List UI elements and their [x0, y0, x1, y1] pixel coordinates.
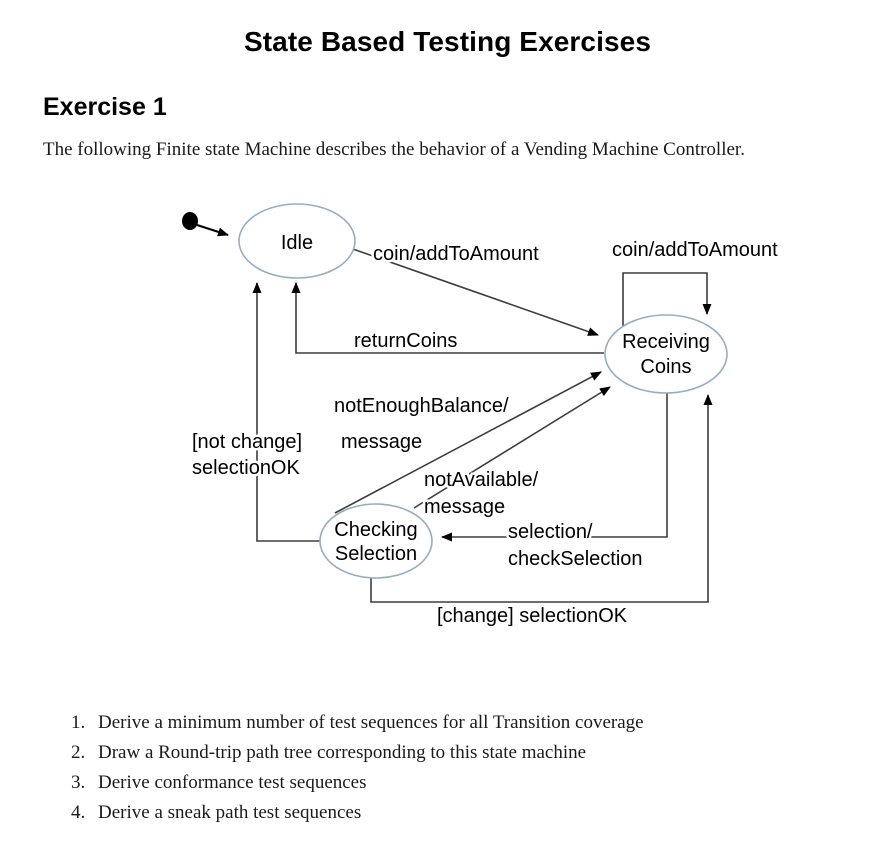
- edge-label-checking-to-idle: [not change] selectionOK: [190, 429, 305, 482]
- list-item: Draw a Round-trip path tree correspondin…: [90, 738, 865, 768]
- edge-label-notavailable: notAvailable/ message: [422, 467, 542, 521]
- edge-label-return-coins: returnCoins: [352, 328, 460, 355]
- state-idle-ellipse[interactable]: [238, 203, 356, 279]
- task-list: Derive a minimum number of test sequence…: [45, 708, 865, 828]
- list-item: Derive a minimum number of test sequence…: [90, 708, 865, 738]
- edge-label-coin-addtoamount-2: coin/addToAmount: [612, 239, 778, 261]
- transition-checking-to-idle: [252, 282, 328, 542]
- edge-line-idle-to-receiving: [349, 247, 599, 336]
- tasks-section: Derive a minimum number of test sequence…: [45, 708, 865, 828]
- edge-label-notenoughbalance-line1: notEnoughBalance/: [334, 395, 509, 417]
- transition-idle-to-receiving: [349, 247, 599, 336]
- transition-receiving-to-idle: [291, 282, 604, 354]
- initial-state-dot: [182, 212, 198, 230]
- state-receiving-coins[interactable]: Receiving Coins: [604, 314, 728, 394]
- edge-label-notenoughbalance-line2: message: [341, 431, 422, 453]
- edge-line-selection-checkselection: [441, 392, 668, 542]
- edge-label-change-selectionok: [change] selectionOK: [435, 603, 631, 630]
- edge-label-selection-line1: selection/: [508, 521, 593, 543]
- state-receiving-coins-ellipse[interactable]: [604, 314, 728, 394]
- edge-label-notchange-line1: [not change]: [192, 431, 302, 453]
- edge-line-receiving-to-idle: [291, 282, 604, 354]
- edge-label-change-selectionok: [change] selectionOK: [437, 605, 628, 627]
- list-item: Derive a sneak path test sequences: [90, 798, 865, 828]
- transition-initial: [182, 212, 229, 237]
- transition-checking-to-receiving-balance: [334, 371, 602, 514]
- edge-label-selection-line2: checkSelection: [508, 548, 643, 570]
- state-checking-selection[interactable]: Checking Selection: [319, 503, 433, 579]
- edge-line-checking-to-idle: [252, 282, 328, 542]
- state-checking-selection-ellipse[interactable]: [319, 503, 433, 579]
- initial-arrow-line: [196, 224, 229, 237]
- page-title: State Based Testing Exercises: [243, 26, 651, 57]
- transition-checking-to-receiving-change: [370, 394, 713, 603]
- edge-label-idle-to-receiving: coin/addToAmount: [371, 241, 542, 268]
- state-checking-selection-label-line2: Selection: [335, 543, 417, 565]
- edge-label-notavailable-line2: message: [424, 496, 505, 518]
- state-idle[interactable]: Idle: [238, 203, 356, 279]
- edge-label-selection-checkselection: selection/ checkSelection: [506, 519, 646, 573]
- edge-label-notenoughbalance: notEnoughBalance/ message: [332, 393, 512, 456]
- edge-line-notenoughbalance: [334, 371, 602, 514]
- transition-checking-to-receiving-notavailable: [413, 386, 611, 509]
- section-heading: Exercise 1: [43, 93, 167, 121]
- edge-label-receiving-self-loop: coin/addToAmount: [610, 237, 781, 264]
- list-item: Derive conformance test sequences: [90, 768, 865, 798]
- edge-label-returncoins: returnCoins: [354, 330, 457, 352]
- edge-line-receiving-self-loop: [622, 272, 712, 328]
- state-idle-label: Idle: [281, 232, 313, 254]
- transition-receiving-to-checking: [441, 392, 668, 542]
- transition-receiving-self-loop: [622, 272, 712, 328]
- edge-label-notavailable-line1: notAvailable/: [424, 469, 539, 491]
- edge-label-notchange-line2: selectionOK: [192, 457, 300, 479]
- state-receiving-coins-label-line1: Receiving: [622, 331, 710, 353]
- state-machine-diagram: Idle Receiving Coins Checking Selection …: [0, 180, 895, 650]
- state-checking-selection-label-line1: Checking: [334, 519, 417, 541]
- edge-line-notavailable: [413, 386, 611, 509]
- intro-paragraph: The following Finite state Machine descr…: [43, 139, 745, 160]
- state-receiving-coins-label-line2: Coins: [640, 356, 691, 378]
- edge-label-coin-addtoamount-1: coin/addToAmount: [373, 243, 539, 265]
- edge-line-change-selectionok: [370, 394, 713, 603]
